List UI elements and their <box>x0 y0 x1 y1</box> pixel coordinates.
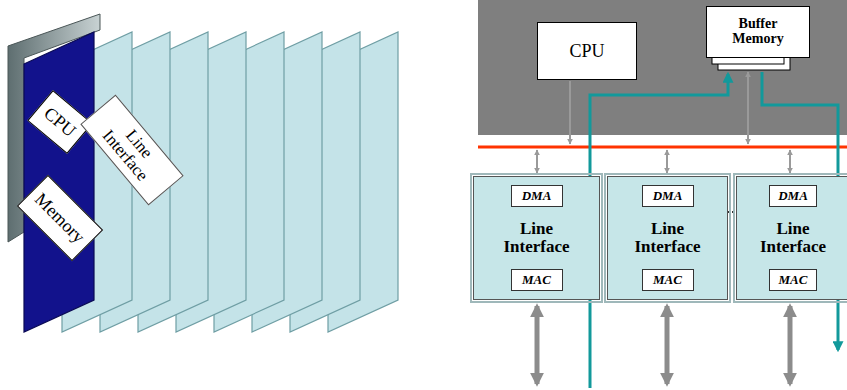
cpu-box: CPU <box>537 22 637 80</box>
box-label: Buffer Memory <box>727 17 789 46</box>
box-label: Memory <box>31 189 88 246</box>
mac-box: MAC <box>769 269 817 291</box>
mac-box: MAC <box>511 269 563 291</box>
line-interface-box: Line Interface DMA MAC <box>736 176 847 300</box>
box-label: MAC <box>653 273 682 287</box>
dma-box: DMA <box>642 185 694 207</box>
card-stack <box>24 32 398 332</box>
box-label: Line Interface <box>753 220 833 256</box>
bus-arrow <box>789 150 791 173</box>
link-arrow <box>788 306 793 384</box>
bus-arrow <box>666 150 668 173</box>
link-arrow <box>535 306 540 384</box>
line-interface-box: Line Interface DMA MAC <box>607 176 728 300</box>
buffer-memory-box: Buffer Memory <box>706 6 810 58</box>
bus-arrow <box>747 72 749 144</box>
line-interface-chip: Line Interface <box>80 95 183 206</box>
packet-path <box>590 74 728 388</box>
box-label: Line Interface <box>497 220 577 256</box>
memory-chip: Memory <box>17 175 103 261</box>
box-label: DMA <box>522 189 552 203</box>
cpu-card <box>24 32 94 332</box>
box-label: MAC <box>779 273 808 287</box>
system-bus <box>478 146 847 149</box>
dma-box: DMA <box>769 185 817 207</box>
mac-box: MAC <box>642 269 694 291</box>
box-label: DMA <box>653 189 683 203</box>
dma-box: DMA <box>511 185 563 207</box>
line-interface-box: Line Interface DMA MAC <box>473 176 600 300</box>
box-label: CPU <box>569 42 604 61</box>
bus-arrow <box>536 150 538 173</box>
bus-arrow <box>569 81 571 144</box>
link-arrow <box>665 306 670 384</box>
packet-path <box>762 72 838 350</box>
box-label: Line Interface <box>628 220 708 256</box>
box-label: CPU <box>41 103 80 140</box>
box-label: DMA <box>778 189 808 203</box>
host-band <box>478 0 847 135</box>
box-label: MAC <box>522 273 551 287</box>
box-label: Line Interface <box>94 109 170 190</box>
